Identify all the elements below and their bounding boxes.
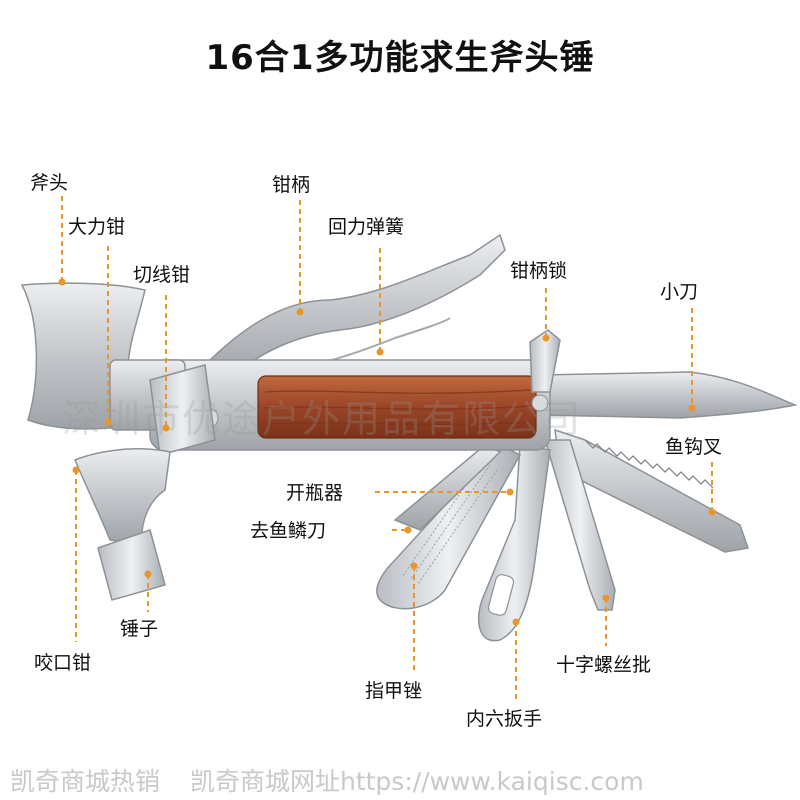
leader-dot-wire-cutter bbox=[162, 424, 170, 432]
leader-dot-hex-wrench bbox=[512, 618, 520, 626]
leader-dot-fish-scaler bbox=[404, 526, 412, 534]
label-phillips-screwdriver: 十字螺丝批 bbox=[556, 654, 652, 676]
leader-dot-plier-handle bbox=[296, 308, 304, 316]
saw-teeth bbox=[584, 439, 714, 489]
hex-wrench-slot bbox=[487, 574, 515, 616]
leader-dot-handle-lock bbox=[542, 334, 550, 342]
leader-dot-hammer bbox=[144, 570, 152, 578]
footer-shop-url: 凯奇商城网址https://www.kaiqisc.com bbox=[189, 767, 644, 796]
label-fish-scaler: 去鱼鳞刀 bbox=[250, 520, 327, 542]
footer-shop-hot: 凯奇商城热销 bbox=[10, 767, 161, 796]
label-locking-pliers: 大力钳 bbox=[68, 216, 126, 238]
leader-dot-nail-file bbox=[410, 562, 418, 570]
nail-file-texture bbox=[401, 461, 498, 585]
label-handle-lock: 钳柄锁 bbox=[510, 260, 568, 282]
leader-dot-knife bbox=[688, 404, 696, 412]
footer: 凯奇商城热销 凯奇商城网址https://www.kaiqisc.com bbox=[10, 762, 790, 798]
label-knife: 小刀 bbox=[660, 281, 699, 303]
watermark: 深圳市优途户外用品有限公司 bbox=[62, 397, 583, 441]
screwdriver-arm bbox=[543, 439, 616, 611]
leader-dot-screwdriver bbox=[602, 594, 610, 602]
leader-dot-mouth-pliers bbox=[72, 466, 80, 474]
leader-dot-bottle-opener bbox=[506, 488, 514, 496]
handle-rivet bbox=[531, 394, 549, 412]
label-return-spring: 回力弹簧 bbox=[328, 216, 405, 238]
knife-blade bbox=[539, 371, 798, 419]
label-nail-file: 指甲锉 bbox=[365, 680, 423, 702]
page-title: 16合1多功能求生斧头锤 bbox=[205, 38, 595, 78]
hammer-body bbox=[74, 448, 171, 546]
leader-dot-fish-fork bbox=[708, 508, 716, 516]
wood-grain bbox=[264, 389, 531, 426]
leader-dot-locking-pliers bbox=[104, 418, 112, 426]
label-axe-head: 斧头 bbox=[30, 172, 69, 194]
leader-dot-return-spring bbox=[376, 348, 384, 356]
label-wire-cutter: 切线钳 bbox=[133, 264, 191, 286]
label-hammer: 锤子 bbox=[120, 618, 159, 640]
label-fish-fork: 鱼钩叉 bbox=[665, 436, 723, 458]
label-plier-handle: 钳柄 bbox=[272, 174, 311, 196]
label-mouth-pliers: 咬口钳 bbox=[34, 652, 92, 674]
handle-lock bbox=[529, 329, 561, 393]
plier-handle bbox=[203, 233, 506, 381]
hammer-head bbox=[97, 529, 166, 601]
label-hex-wrench: 内六扳手 bbox=[466, 708, 543, 730]
leader-dot-axe-head bbox=[58, 278, 66, 286]
label-bottle-opener: 开瓶器 bbox=[286, 482, 344, 504]
